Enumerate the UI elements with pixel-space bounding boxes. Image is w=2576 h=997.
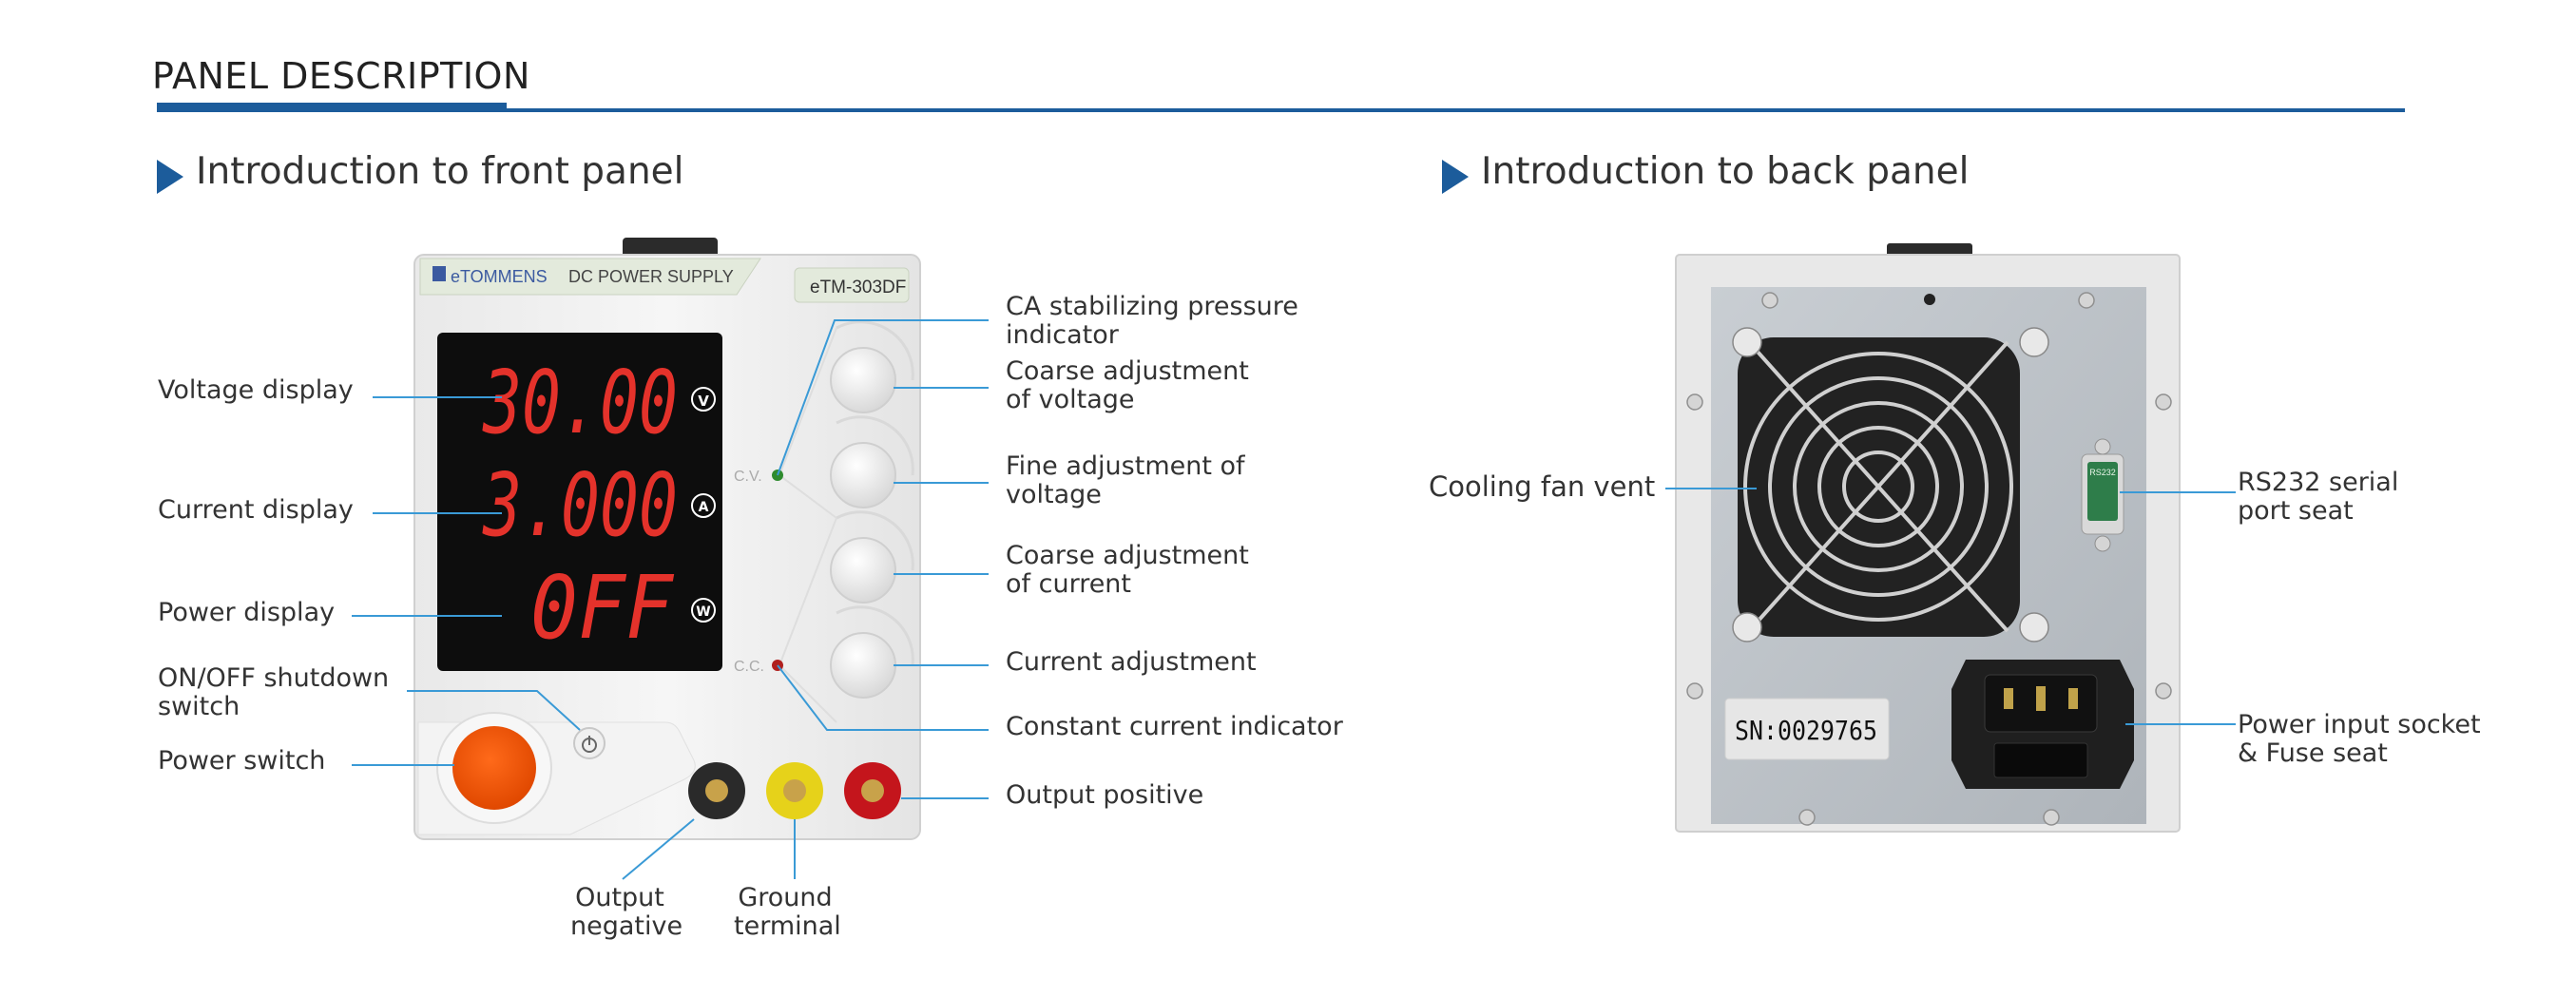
page-title: PANEL DESCRIPTION <box>152 55 530 97</box>
fine-voltage-label: Fine adjustment of voltage <box>1006 451 1245 510</box>
current-adjustment-label: Current adjustment <box>1006 647 1257 677</box>
ground-terminal-label-line2: terminal <box>734 911 841 942</box>
coarse-current-label-line2: of current <box>1006 569 1132 600</box>
serial-number: SN:0029765 <box>1735 715 1877 746</box>
power-readout: 0FF <box>530 557 674 659</box>
rs232-label-line1: RS232 serial <box>2238 468 2399 497</box>
mount-hole <box>1924 294 1935 305</box>
output-negative-label: Output negative <box>570 883 683 942</box>
knob-track <box>836 510 914 571</box>
play-triangle-icon <box>157 160 183 194</box>
ground-terminal-label-line1: Ground <box>738 883 833 912</box>
output-negative-label-line2: negative <box>570 911 683 942</box>
fine-voltage-knob[interactable] <box>830 442 896 508</box>
port-screw <box>2094 535 2111 552</box>
coarse-voltage-label: Coarse adjustment of voltage <box>1006 356 1249 415</box>
back-panel-heading: Introduction to back panel <box>1481 150 1970 193</box>
power-switch-label: Power switch <box>158 746 326 776</box>
carry-handle <box>623 238 718 259</box>
power-switch[interactable] <box>452 726 536 810</box>
amp-unit-icon <box>691 493 716 518</box>
inlet-pin <box>2036 686 2046 711</box>
back-panel-device: RS232 SN:0029765 <box>1675 243 2181 833</box>
rs232-port-label: RS232 <box>2089 468 2116 477</box>
rs232-port-label-callout: RS232 serial port seat <box>2238 468 2399 527</box>
terminal-pin <box>861 779 884 802</box>
watt-unit-icon <box>691 598 716 623</box>
voltage-readout: 30.00 <box>482 352 678 453</box>
cc-label: C.C. <box>734 659 764 675</box>
power-input-label-line2: & Fuse seat <box>2238 738 2388 769</box>
fine-voltage-label-line2: voltage <box>1006 480 1102 510</box>
brand-logo-icon <box>433 266 446 281</box>
port-screw <box>2094 438 2111 455</box>
serial-sticker <box>1724 698 1890 760</box>
fan-grille <box>1743 340 2013 633</box>
play-triangle-icon <box>1442 160 1469 194</box>
inlet-pin <box>2004 688 2013 709</box>
power-input-label-line1: Power input socket <box>2238 710 2481 739</box>
back-leader-lines <box>1665 488 2236 725</box>
knob-track <box>836 320 914 381</box>
output-positive-label: Output positive <box>1006 780 1204 810</box>
coarse-voltage-label-line2: of voltage <box>1006 385 1135 415</box>
ca-indicator-label-line1: CA stabilizing pressure <box>1006 292 1298 321</box>
brand-strip <box>419 258 761 296</box>
cc-indicator-label: Constant current indicator <box>1006 712 1343 741</box>
fuse-seat[interactable] <box>1993 742 2088 778</box>
cooling-fan-label: Cooling fan vent <box>1429 470 1656 503</box>
fine-voltage-label-line1: Fine adjustment of <box>1006 451 1245 481</box>
rs232-label-line2: port seat <box>2238 496 2354 527</box>
watt-unit: W <box>696 604 710 620</box>
power-input-label: Power input socket & Fuse seat <box>2238 710 2481 769</box>
front-leader-lines <box>352 319 989 880</box>
volt-unit-icon <box>691 387 716 412</box>
led-display <box>437 333 722 671</box>
output-negative-label-line1: Output <box>575 883 664 912</box>
ca-indicator-label-line2: indicator <box>1006 320 1119 351</box>
knob-track <box>836 605 914 666</box>
front-panel-heading: Introduction to front panel <box>196 150 684 193</box>
product-name: DC POWER SUPPLY <box>568 267 734 286</box>
title-underline <box>157 108 2405 112</box>
coarse-current-knob[interactable] <box>830 537 896 604</box>
current-display-label: Current display <box>158 495 354 525</box>
terminal-pin <box>705 779 728 802</box>
ground-terminal-label: Ground terminal <box>734 883 841 942</box>
voltage-display-label: Voltage display <box>158 375 354 405</box>
onoff-switch-label-line2: switch <box>158 692 240 722</box>
onoff-switch-label-line1: ON/OFF shutdown <box>158 663 390 693</box>
coarse-current-label-line1: Coarse adjustment <box>1006 541 1249 570</box>
title-underline-accent <box>157 103 507 112</box>
fan-screws <box>1732 327 2049 642</box>
model-badge <box>794 267 910 303</box>
cv-label: C.V. <box>734 469 762 485</box>
ca-indicator-label: CA stabilizing pressure indicator <box>1006 292 1298 351</box>
terminal-pin <box>783 779 806 802</box>
amp-unit: A <box>699 500 709 515</box>
model-number: eTM-303DF <box>810 278 906 297</box>
front-panel-device: eTOMMENS DC POWER SUPPLY eTM-303DF 30.00… <box>413 238 921 840</box>
power-display-label: Power display <box>158 598 336 627</box>
coarse-voltage-knob[interactable] <box>830 347 896 413</box>
coarse-voltage-label-line1: Coarse adjustment <box>1006 356 1249 386</box>
panel-screws <box>1686 292 2172 826</box>
volt-unit: V <box>698 393 709 410</box>
brand-name: eTOMMENS <box>451 267 548 286</box>
current-readout: 3.000 <box>482 454 678 556</box>
rs232-connector <box>2087 462 2118 521</box>
inlet-pin <box>2068 688 2078 709</box>
knob-track <box>836 415 914 476</box>
current-adjust-knob[interactable] <box>830 632 896 699</box>
coarse-current-label: Coarse adjustment of current <box>1006 541 1249 600</box>
onoff-switch-label: ON/OFF shutdown switch <box>158 663 390 722</box>
